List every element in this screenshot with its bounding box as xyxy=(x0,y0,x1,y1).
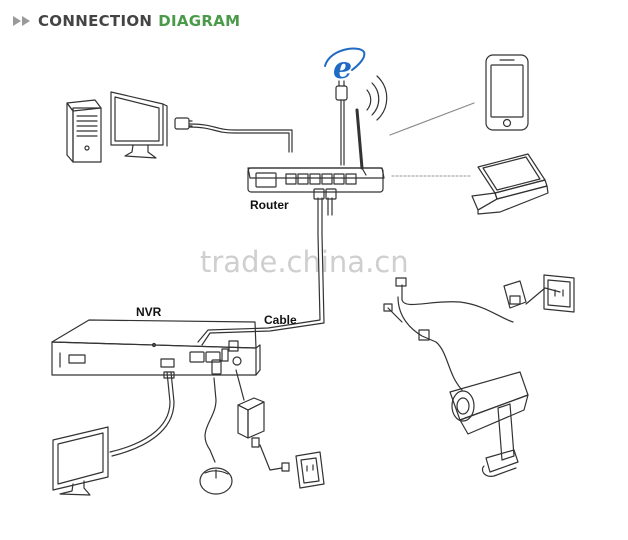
header-title-diagram: DIAGRAM xyxy=(158,12,241,30)
ip-camera-icon xyxy=(449,371,529,477)
cables xyxy=(109,99,561,471)
double-chevron-icon xyxy=(13,16,30,26)
mouse-icon xyxy=(199,467,233,495)
watermark-text: trade.china.cn xyxy=(200,245,409,279)
router-label: Router xyxy=(250,198,289,212)
router-icon xyxy=(247,108,385,200)
diagram-header: CONNECTION DIAGRAM xyxy=(12,9,240,33)
header-title-connection: CONNECTION xyxy=(38,12,153,30)
computer-tower-icon xyxy=(66,99,102,163)
cable-label: Cable xyxy=(264,313,297,327)
camera-power-outlet-icon xyxy=(503,274,575,313)
svg-text:e: e xyxy=(333,51,352,86)
nvr-monitor-icon xyxy=(52,426,109,496)
power-outlet-icon xyxy=(281,451,325,489)
camera-connectors xyxy=(383,277,430,341)
monitor-icon xyxy=(110,91,193,159)
smartphone-icon xyxy=(485,54,529,131)
wifi-signal-icon xyxy=(366,75,388,121)
laptop-icon xyxy=(471,153,549,215)
nvr-label: NVR xyxy=(136,305,162,319)
nvr-icon xyxy=(51,319,261,379)
internet-explorer-icon: e xyxy=(324,47,366,101)
power-adapter-icon xyxy=(237,397,265,448)
